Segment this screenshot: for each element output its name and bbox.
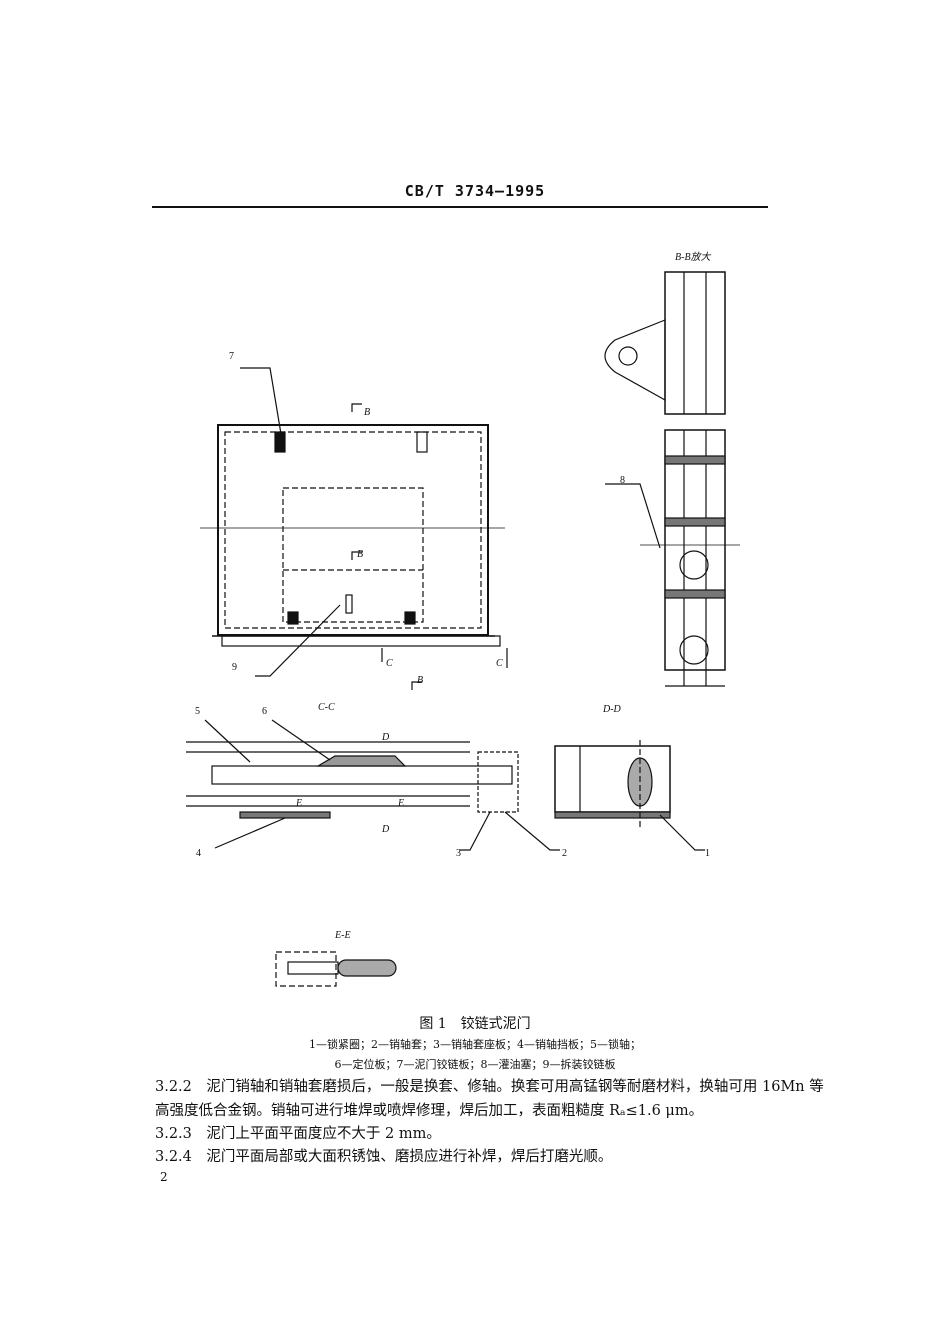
header-rule	[152, 206, 768, 208]
label-b: B	[364, 407, 370, 418]
label-c: C	[496, 658, 503, 669]
label-cc: C-C	[318, 702, 335, 713]
label-c: C	[386, 658, 393, 669]
paragraph-3-2-3: 3.2.3 泥门上平面平面度应不大于 2 mm。	[155, 1126, 441, 1142]
label-e: E	[295, 798, 302, 809]
label-dd: D-D	[602, 704, 622, 715]
label-d: D	[381, 732, 390, 743]
section-dd	[554, 740, 705, 851]
figure-legend-line-1: 1—锁紧圈；2—销轴套；3—销轴套座板；4—销轴挡板；5—锁轴；	[309, 1038, 641, 1051]
paragraph-3-2-4: 3.2.4 泥门平面局部或大面积锈蚀、磨损应进行补焊，焊后打磨光顺。	[155, 1149, 613, 1165]
plan-view	[200, 367, 508, 690]
section-cc	[186, 719, 560, 851]
label-e: E	[397, 798, 404, 809]
label-9: 9	[232, 662, 237, 673]
paragraph-3-2-2: 3.2.2 泥门销轴和销轴套磨损后，一般是换套、修轴。换套可用高锰钢等耐磨材料，…	[155, 1079, 824, 1095]
figure-title: 图 1 铰链式泥门	[419, 1016, 531, 1032]
standard-header: CB/T 3734—1995	[404, 182, 546, 200]
label-1: 1	[705, 848, 710, 859]
label-7: 7	[229, 351, 234, 362]
label-d: D	[381, 824, 390, 835]
label-2: 2	[562, 848, 567, 859]
paragraph-3-2-2-cont: 高强度低合金钢。销轴可进行堆焊或喷焊修理，焊后加工，表面粗糙度 Rₐ≤1.6 μ…	[155, 1103, 704, 1119]
label-b: B	[417, 675, 423, 686]
figure-legend-line-2: 6—定位板；7—泥门铰链板；8—灌油塞；9—拆装铰链板	[334, 1058, 616, 1071]
section-bb	[604, 271, 740, 687]
label-4: 4	[196, 848, 201, 859]
label-bb: B-B放大	[675, 251, 712, 263]
section-ee	[275, 951, 397, 987]
page-number: 2	[160, 1170, 168, 1184]
label-8: 8	[620, 475, 625, 486]
label-5: 5	[195, 706, 200, 717]
label-6: 6	[262, 706, 267, 717]
label-ee: E-E	[334, 930, 351, 941]
label-3: 3	[456, 848, 461, 859]
label-b: B	[357, 549, 363, 560]
